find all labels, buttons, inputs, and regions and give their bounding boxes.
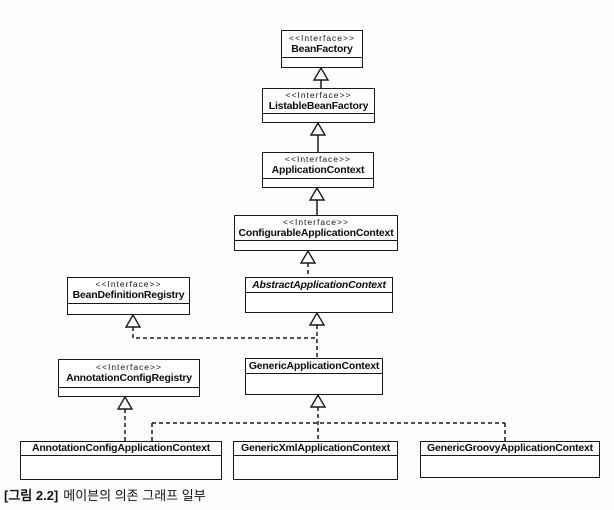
empty-members-compartment <box>21 455 221 479</box>
class-name: AnnotationConfigRegistry <box>66 372 192 385</box>
class-box-generic-groovy-application-context: GenericGroovyApplicationContext <box>420 441 600 478</box>
class-title-compartment: <<Interface>>BeanDefinitionRegistry <box>68 278 189 303</box>
stereotype-label: <<Interface>> <box>95 279 162 290</box>
figure-caption: [그림 2.2] 메이븐의 의존 그래프 일부 <box>4 485 206 504</box>
empty-members-compartment <box>68 303 189 314</box>
class-title-compartment: <<Interface>>ApplicationContext <box>263 153 373 178</box>
hollow-triangle-arrowhead <box>116 395 134 410</box>
hollow-triangle-arrowhead <box>124 313 142 328</box>
figure-caption-label: [그림 2.2] <box>4 488 59 503</box>
stereotype-label: <<Interface>> <box>96 362 162 373</box>
stereotype-label: <<Interface>> <box>285 154 351 165</box>
class-name: BeanFactory <box>291 42 353 55</box>
hollow-triangle-arrowhead <box>309 393 327 408</box>
class-name: GenericGroovyApplicationContext <box>427 442 593 454</box>
class-box-abstract-application-context: AbstractApplicationContext <box>245 277 393 313</box>
class-title-compartment: GenericXmlApplicationContext <box>234 442 397 455</box>
class-title-compartment: AbstractApplicationContext <box>246 278 392 292</box>
class-box-application-context: <<Interface>>ApplicationContext <box>262 152 374 188</box>
empty-members-compartment <box>235 240 397 250</box>
class-box-generic-application-context: GenericApplicationContext <box>245 358 383 395</box>
class-name: BeanDefinitionRegistry <box>72 289 185 302</box>
class-title-compartment: AnnotationConfigApplicationContext <box>21 442 221 455</box>
empty-members-compartment <box>246 292 392 312</box>
empty-members-compartment <box>421 454 599 477</box>
class-name: GenericApplicationContext <box>248 359 380 372</box>
class-title-compartment: GenericGroovyApplicationContext <box>421 442 599 455</box>
stereotype-label: <<Interface>> <box>285 89 352 100</box>
class-box-bean-definition-registry: <<Interface>>BeanDefinitionRegistry <box>67 277 190 315</box>
class-title-compartment: GenericApplicationContext <box>246 359 382 373</box>
class-box-configurable-application-context: <<Interface>>ConfigurableApplicationCont… <box>234 215 398 251</box>
empty-members-compartment <box>263 178 373 187</box>
class-box-annotation-config-registry: <<Interface>>AnnotationConfigRegistry <box>58 359 200 397</box>
empty-members-compartment <box>59 387 199 396</box>
class-name: ListableBeanFactory <box>268 99 369 112</box>
class-box-bean-factory: <<Interface>>BeanFactory <box>281 30 363 68</box>
hollow-triangle-arrowhead <box>308 186 326 201</box>
class-name: ConfigurableApplicationContext <box>238 226 394 239</box>
class-title-compartment: <<Interface>>ListableBeanFactory <box>263 89 374 113</box>
class-box-generic-xml-application-context: GenericXmlApplicationContext <box>233 441 398 480</box>
hollow-triangle-arrowhead <box>299 249 317 264</box>
class-name: AbstractApplicationContext <box>252 278 386 291</box>
hollow-triangle-arrowhead <box>308 311 326 326</box>
empty-members-compartment <box>246 373 382 394</box>
class-title-compartment: <<Interface>>AnnotationConfigRegistry <box>59 360 199 387</box>
stereotype-label: <<Interface>> <box>289 32 355 43</box>
figure-caption-text: 메이븐의 의존 그래프 일부 <box>63 488 206 503</box>
hollow-triangle-arrowhead <box>312 66 330 81</box>
edge-generic-application-context-to-bean-definition-registry <box>132 327 317 339</box>
class-box-annotation-config-application-context: AnnotationConfigApplicationContext <box>20 441 222 480</box>
class-box-listable-bean-factory: <<Interface>>ListableBeanFactory <box>262 88 375 123</box>
empty-members-compartment <box>234 454 397 479</box>
class-name: AnnotationConfigApplicationContext <box>31 442 211 455</box>
class-title-compartment: <<Interface>>ConfigurableApplicationCont… <box>235 216 397 240</box>
hollow-triangle-arrowhead <box>309 121 327 136</box>
empty-members-compartment <box>282 57 362 67</box>
class-name: GenericXmlApplicationContext <box>240 442 390 454</box>
stereotype-label: <<Interface>> <box>283 216 349 227</box>
class-title-compartment: <<Interface>>BeanFactory <box>282 31 362 57</box>
class-name: ApplicationContext <box>271 164 365 177</box>
empty-members-compartment <box>263 113 374 122</box>
